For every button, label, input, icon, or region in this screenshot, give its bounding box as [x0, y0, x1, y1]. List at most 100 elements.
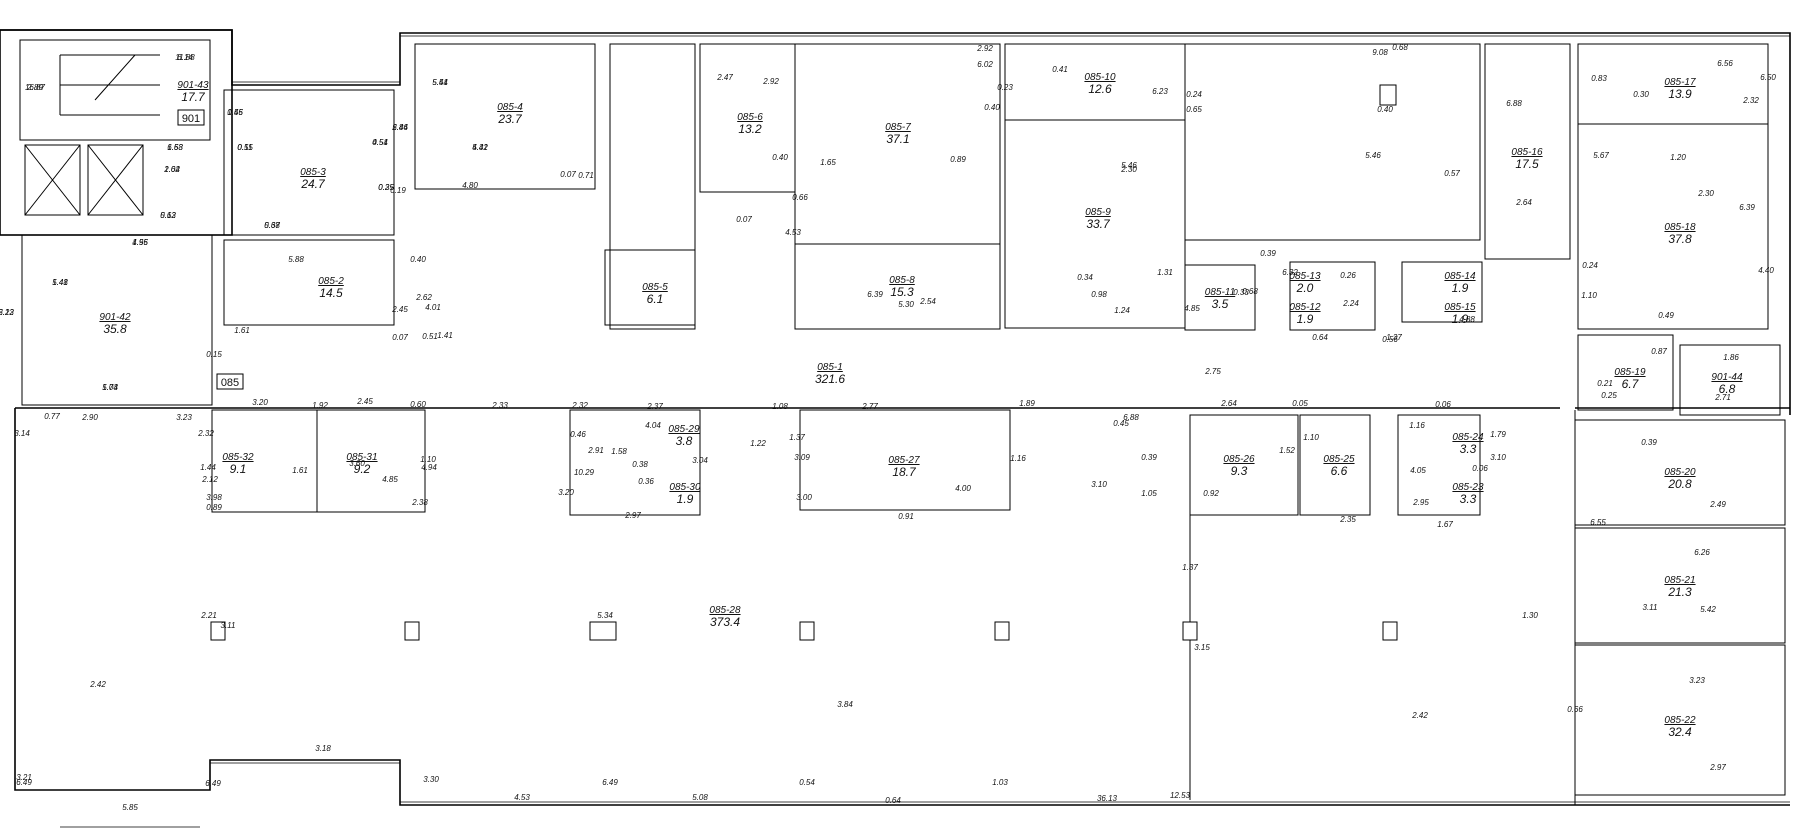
dimension-label: 9.08 [1372, 48, 1388, 57]
dimension-label: 2.42 [1411, 711, 1428, 720]
dimension-label: 0.46 [227, 108, 243, 117]
dimension-label: 2.35 [1339, 515, 1356, 524]
dimension-label: 4.04 [645, 421, 661, 430]
room-area: 14.5 [319, 286, 343, 300]
dimension-label: 6.39 [1739, 203, 1755, 212]
dimension-label: 2.47 [716, 73, 733, 82]
dimension-label: 2.62 [163, 165, 180, 174]
dimension-label: 0.46 [570, 430, 586, 439]
room-id: 085-8 [889, 275, 915, 286]
dimension-label: 5.13 [0, 308, 14, 317]
dimension-label: 0.55 [237, 143, 253, 152]
dimension-label: 0.64 [885, 796, 901, 805]
dimension-label: 1.10 [1581, 291, 1597, 300]
stair-block [0, 29, 233, 236]
dimension-label: 2.37 [646, 402, 663, 411]
dimension-label: 0.49 [1658, 311, 1674, 320]
dimension-label: 0.45 [1113, 419, 1129, 428]
room-id: 085-16 [1511, 147, 1543, 158]
dimension-label: 0.39 [1141, 453, 1157, 462]
dimension-label: 0.35 [378, 183, 394, 192]
dimension-label: 0.19 [390, 186, 406, 195]
dimension-label: 0.07 [392, 333, 408, 342]
dimension-label: 0.92 [1203, 489, 1219, 498]
dimension-label: 1.65 [820, 158, 836, 167]
dimension-label: 5.74 [102, 383, 118, 392]
room-area: 20.8 [1667, 477, 1692, 491]
dimension-label: 0.40 [984, 103, 1000, 112]
dimension-label: 2.24 [1342, 299, 1359, 308]
dimension-label: 2.30 [1120, 165, 1137, 174]
dimension-label: 0.39 [1260, 249, 1276, 258]
dimension-label: 3.20 [252, 398, 268, 407]
dimension-label: 1.16 [1010, 454, 1026, 463]
dimension-label: 0.60 [410, 400, 426, 409]
dimension-label: 1.05 [1141, 489, 1157, 498]
dimension-label: 4.80 [462, 181, 478, 190]
dimension-label: 0.38 [632, 460, 648, 469]
dimension-label: 2.42 [89, 680, 106, 689]
dimension-label: 3.98 [206, 493, 222, 502]
room-id: 085-1 [817, 362, 843, 373]
dimension-label: 0.24 [1186, 90, 1202, 99]
elevator-shaft [24, 144, 81, 216]
dimension-label: 1.37 [1386, 333, 1402, 342]
dimension-label: 4.51 [372, 138, 388, 147]
dimension-label: 3.09 [794, 453, 810, 462]
dimension-label: 1.61 [234, 326, 250, 335]
dimension-label: 4.94 [421, 463, 437, 472]
dimension-label: 0.66 [1567, 705, 1583, 714]
dimension-label: 2.32 [197, 429, 214, 438]
room-area: 33.7 [1086, 217, 1111, 231]
room-area: 9.3 [1231, 464, 1248, 478]
dimension-label: 1.95 [132, 238, 148, 247]
room-id: 085-12 [1289, 302, 1321, 313]
dimension-label: 3.23 [176, 413, 192, 422]
dimension-label: 1.37 [789, 433, 805, 442]
dimension-label: 1.04 [164, 165, 180, 174]
dimension-label: 3.60 [349, 459, 365, 468]
dimension-label: 1.16 [1409, 421, 1425, 430]
dimension-label: 16.87 [25, 83, 46, 92]
dimension-label: 4.53 [785, 228, 801, 237]
dimension-label: 2.64 [1515, 198, 1532, 207]
room-id: 085-2 [318, 276, 344, 287]
dimension-label: 2.64 [1220, 399, 1237, 408]
dimension-label: 6.26 [1694, 548, 1710, 557]
room-area: 3.5 [1212, 297, 1229, 311]
room-id: 085-23 [1452, 482, 1484, 493]
dimension-label: 3.10 [1490, 453, 1506, 462]
dimension-label: 0.40 [772, 153, 788, 162]
dimension-label: 3.20 [558, 488, 574, 497]
room-id: 085-3 [300, 167, 326, 178]
dimension-label: 0.07 [736, 215, 752, 224]
dimension-label: 3.14 [14, 429, 30, 438]
dimension-label: 2.32 [1742, 96, 1759, 105]
dimension-label: 5.68 [264, 221, 280, 230]
dimension-label: 1.08 [772, 402, 788, 411]
dimension-label: 5.44 [432, 78, 448, 87]
dimension-label: 1.37 [1182, 563, 1198, 572]
room-area: 3.8 [676, 434, 693, 448]
dimension-label: 0.25 [1601, 391, 1617, 400]
dimension-label: 12.53 [1170, 791, 1191, 800]
room-area: 37.1 [886, 132, 909, 146]
dimension-label: 4.31 [472, 143, 488, 152]
dimension-label: 2.97 [624, 511, 641, 520]
room-area: 373.4 [710, 615, 740, 629]
dimension-label: 0.56 [1382, 335, 1398, 344]
room-area: 15.3 [890, 285, 914, 299]
dimension-label: 10.29 [574, 468, 595, 477]
dimension-label: 0.54 [799, 778, 815, 787]
dimension-label: 1.20 [1670, 153, 1686, 162]
dimension-label: 0.89 [950, 155, 966, 164]
dimension-label: 3.15 [1194, 643, 1210, 652]
room-area: 1.9 [1452, 312, 1469, 326]
dimension-label: 2.91 [587, 446, 604, 455]
dimension-label: 0.23 [997, 83, 1013, 92]
dimension-label: 1.44 [200, 463, 216, 472]
dimension-label: 5.42 [472, 143, 488, 152]
dimension-label: 6.23 [1152, 87, 1168, 96]
dimension-label: 5.42 [1700, 605, 1716, 614]
dimension-label: 1.89 [1019, 399, 1035, 408]
